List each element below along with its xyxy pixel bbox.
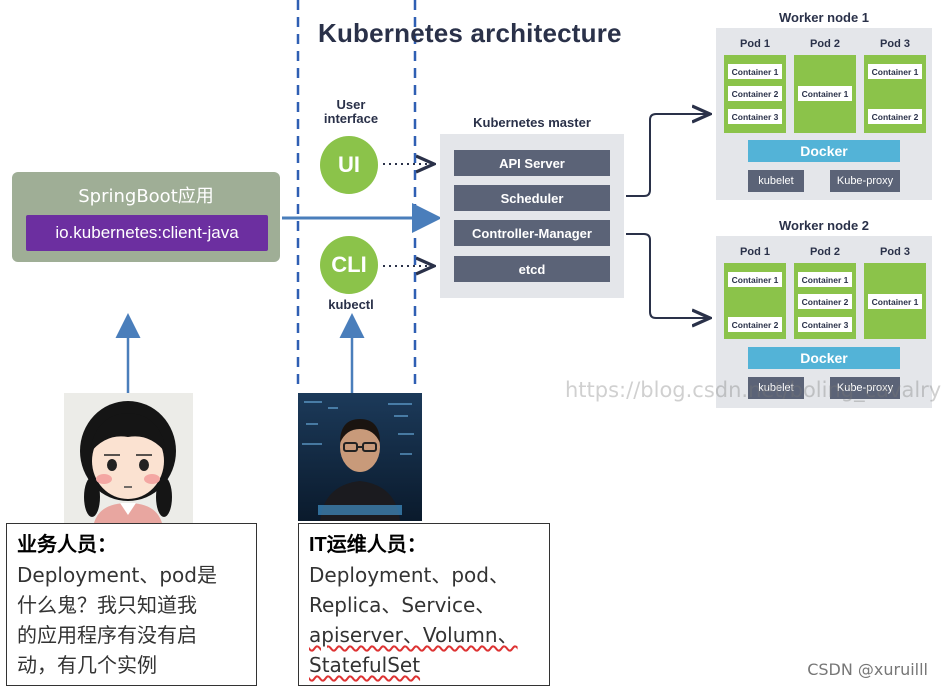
user-interface-label-line1: User <box>336 97 366 112</box>
cli-circle: CLI <box>320 236 378 294</box>
kubectl-label: kubectl <box>328 297 374 312</box>
worker1-title: Worker node 1 <box>778 10 870 25</box>
scheduler-box: Scheduler <box>454 185 610 211</box>
business-line-2: 什么鬼？我只知道我 <box>17 593 197 617</box>
worker2-pod1-container2: Container 2 <box>728 317 782 332</box>
worker2-pod2-container1: Container 1 <box>798 272 852 287</box>
worker1-pod3-container2: Container 2 <box>868 109 922 124</box>
business-textbox: 业务人员： Deployment、pod是 什么鬼？我只知道我 的应用程序有没有… <box>6 523 257 686</box>
worker2-kubelet: kubelet <box>748 377 804 399</box>
etcd-box: etcd <box>454 256 610 282</box>
worker1-pod2-container1: Container 1 <box>798 86 852 101</box>
worker2-pod2-container3: Container 3 <box>798 317 852 332</box>
business-line-4: 动，有几个实例 <box>17 653 157 677</box>
worker2-title: Worker node 2 <box>778 218 870 233</box>
programmer-icon <box>298 393 422 521</box>
user-interface-label: User interface <box>318 98 384 126</box>
it-ops-line-1: Deployment、pod、 <box>309 563 509 587</box>
worker1-kube-proxy: Kube-proxy <box>830 170 900 192</box>
worker1-pod3-container1: Container 1 <box>868 64 922 79</box>
master-to-worker2-arrow <box>626 233 708 318</box>
it-ops-line-4: StatefulSet <box>309 653 421 677</box>
springboot-app-title: SpringBoot应用 <box>78 186 214 207</box>
worker2-pod1-label: Pod 1 <box>740 246 770 258</box>
worker2-pod1-container1: Container 1 <box>728 272 782 287</box>
it-ops-textbox: IT运维人员： Deployment、pod、 Replica、Service、… <box>298 523 550 686</box>
worker1-pod1-label: Pod 1 <box>740 38 770 50</box>
user-interface-label-line2: interface <box>323 111 379 126</box>
worker2-pod2-container2: Container 2 <box>798 294 852 309</box>
it-ops-line-2: Replica、Service、 <box>309 593 496 617</box>
master-title: Kubernetes master <box>473 115 591 130</box>
worker1-pod1-container2: Container 2 <box>728 86 782 101</box>
master-to-worker1-arrow <box>626 114 708 197</box>
worker1-pod1-container1: Container 1 <box>728 64 782 79</box>
it-ops-person-avatar <box>298 393 422 521</box>
controller-manager-box: Controller-Manager <box>454 220 610 246</box>
worker1-pod1-container3: Container 3 <box>728 109 782 124</box>
it-ops-heading: IT运维人员： <box>309 534 427 556</box>
girl-icon <box>64 393 193 523</box>
worker2-kube-proxy: Kube-proxy <box>830 377 900 399</box>
business-person-avatar <box>64 393 193 523</box>
business-line-1: Deployment、pod是 <box>17 563 217 587</box>
worker2-pod3-container1: Container 1 <box>868 294 922 309</box>
watermark: https://blog.csdn.net/boling_cavalry <box>565 378 942 402</box>
diagram-title: Kubernetes architecture <box>318 18 622 48</box>
api-server-box: API Server <box>454 150 610 176</box>
worker1-pod2-label: Pod 2 <box>810 38 840 50</box>
business-line-3: 的应用程序有没有启 <box>17 623 197 647</box>
it-ops-line-3: apiserver、Volumn、 <box>309 623 518 647</box>
worker2-docker: Docker <box>748 347 900 369</box>
client-java-library: io.kubernetes:client-java <box>26 215 268 251</box>
worker1-pod3-label: Pod 3 <box>880 38 910 50</box>
csdn-footer: CSDN @xuruilll <box>807 660 928 679</box>
worker1-docker: Docker <box>748 140 900 162</box>
worker2-pod3-label: Pod 3 <box>880 246 910 258</box>
worker2-pod2-label: Pod 2 <box>810 246 840 258</box>
ui-circle: UI <box>320 136 378 194</box>
worker1-kubelet: kubelet <box>748 170 804 192</box>
business-heading: 业务人员： <box>17 534 117 556</box>
